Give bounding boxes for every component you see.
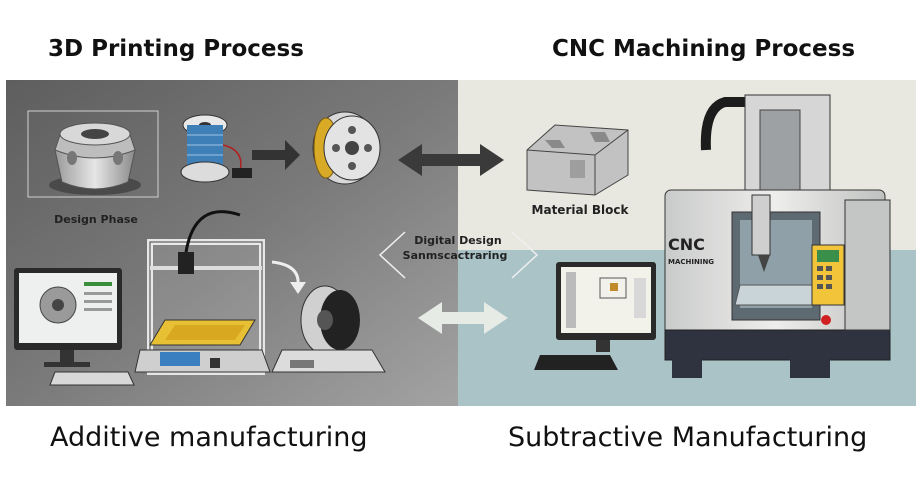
chevron-left-icon bbox=[378, 231, 406, 279]
cnc-sub-label: MACHINING bbox=[668, 258, 714, 266]
double-arrow-light-icon bbox=[418, 302, 508, 334]
filament-spool-icon bbox=[180, 114, 252, 183]
material-block-label: Material Block bbox=[532, 203, 630, 217]
curved-arrow-icon bbox=[271, 260, 300, 286]
flow-arrow-icon bbox=[252, 140, 300, 170]
caption-subtractive: Subtractive Manufacturing bbox=[508, 422, 868, 453]
design-phase-frame bbox=[27, 110, 159, 198]
center-label-line1: Digital Design bbox=[414, 234, 501, 247]
design-phase-label: Design Phase bbox=[54, 213, 138, 226]
curved-arrow-head-icon bbox=[290, 282, 306, 294]
3d-printer-icon bbox=[134, 210, 271, 375]
cnc-machine-icon bbox=[664, 94, 891, 378]
spool-on-scale-icon bbox=[271, 285, 386, 373]
chevron-right-icon bbox=[511, 231, 539, 279]
title-cnc-machining: CNC Machining Process bbox=[552, 36, 856, 62]
caption-additive: Additive manufacturing bbox=[50, 422, 368, 453]
cnc-brand-label: CNC bbox=[668, 235, 705, 254]
right-computer-monitor-icon bbox=[534, 262, 656, 370]
gold-spool-icon bbox=[312, 111, 381, 185]
left-computer-monitor-icon bbox=[14, 268, 135, 386]
center-label-line2: Sanmscactraring bbox=[403, 249, 508, 262]
double-arrow-dark-icon bbox=[398, 144, 504, 176]
title-3d-printing: 3D Printing Process bbox=[48, 36, 304, 62]
material-block-icon bbox=[526, 124, 629, 196]
design-part-icon bbox=[49, 122, 141, 195]
